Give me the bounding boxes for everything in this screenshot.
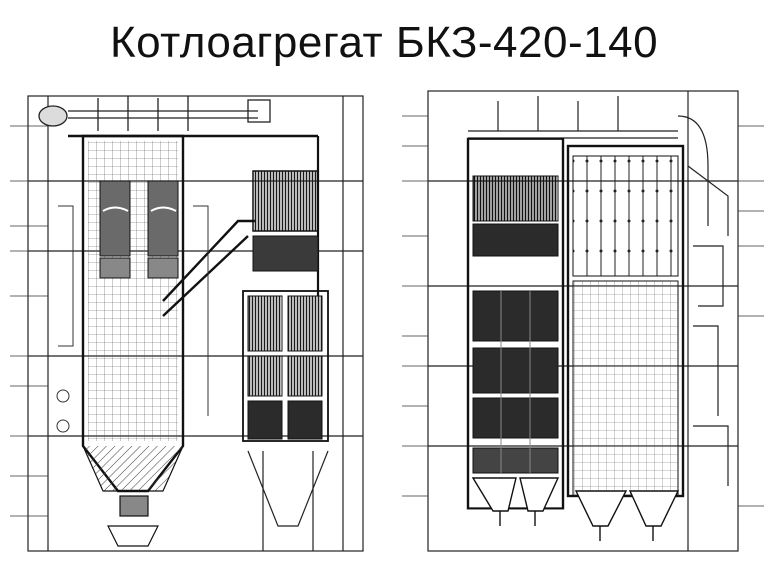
superheater-panels [566, 144, 685, 498]
screen-panels [99, 180, 179, 279]
ash-hopper-supports [247, 450, 329, 551]
level-marks-right [738, 125, 764, 507]
turning-duct [162, 219, 256, 317]
economizer-banks [466, 137, 565, 510]
slide-title: Котлоагрегат БКЗ-420-140 [109, 18, 659, 67]
boiler-side-section-drawing [10, 95, 364, 552]
ash-hoppers [471, 477, 680, 541]
convective-shaft [242, 170, 329, 442]
boiler-front-section-drawing [402, 90, 764, 552]
side-ducts [687, 165, 729, 486]
drum-assembly [38, 96, 271, 131]
furnace-bottom [82, 445, 184, 547]
level-marks-left [10, 125, 48, 517]
level-marks-left [402, 115, 428, 497]
side-piping [56, 205, 209, 433]
